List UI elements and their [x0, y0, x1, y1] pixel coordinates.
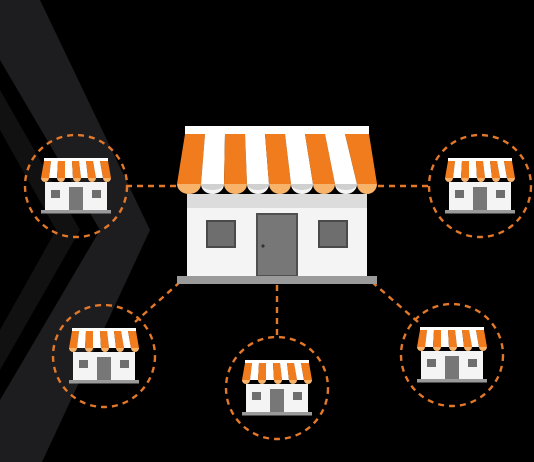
satellite-rings	[23, 133, 533, 441]
satellite-store-lower-left-icon	[69, 328, 139, 384]
ring-upper-left	[23, 133, 129, 239]
satellite-store-upper-left-icon	[41, 158, 111, 214]
ring-bottom-center	[224, 335, 330, 441]
satellite-store-upper-right-icon	[445, 158, 515, 214]
central-store-icon	[177, 126, 377, 285]
connector-lower-left	[134, 281, 181, 323]
chevron-arrow-icon	[0, 0, 150, 462]
network-connectors	[126, 184, 430, 336]
ring-upper-right	[427, 133, 533, 239]
ring-lower-right	[399, 302, 505, 408]
connector-lower-right	[371, 281, 419, 323]
ring-lower-left	[51, 303, 157, 409]
satellite-store-bottom-center-icon	[242, 360, 312, 416]
satellite-store-lower-right-icon	[417, 327, 487, 383]
